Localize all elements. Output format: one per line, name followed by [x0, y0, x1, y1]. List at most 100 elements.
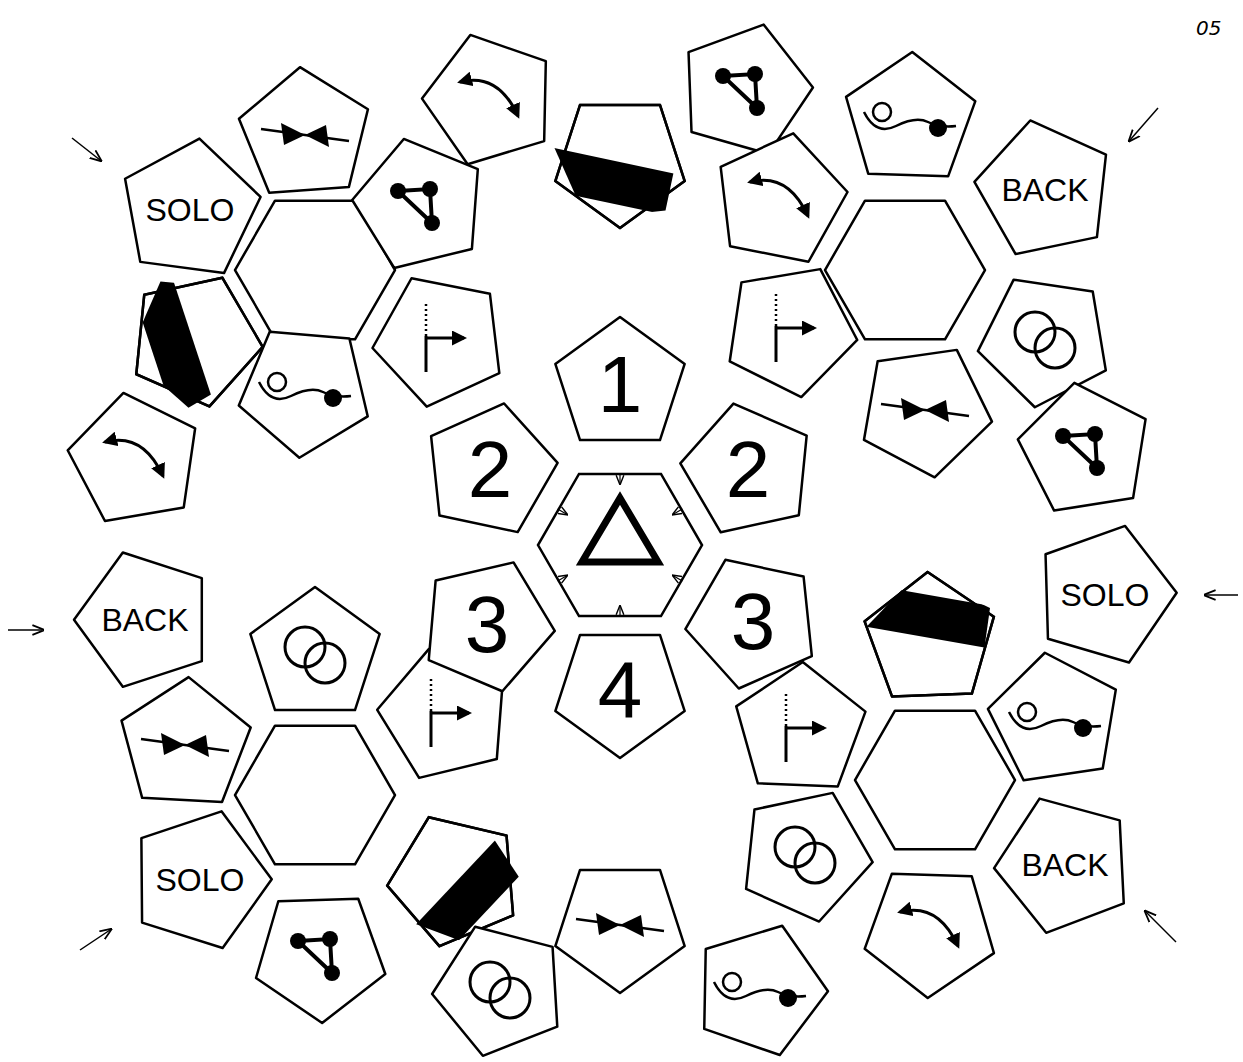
- filled-dot: [324, 389, 342, 407]
- filled-dot: [929, 119, 947, 137]
- rings-symbol: [1015, 312, 1075, 368]
- triangle-symbol: [582, 498, 658, 562]
- pentagon-tile: [555, 870, 684, 993]
- bow-symbol: [141, 733, 229, 757]
- pentagon-tile: [250, 587, 379, 710]
- pentagon-tile: [432, 927, 557, 1056]
- flag-symbol: [431, 679, 469, 747]
- bow-symbol: [576, 913, 664, 937]
- center-hexagon: [538, 474, 702, 616]
- flag-symbol: [786, 694, 824, 762]
- pentagon-tile: BACK: [971, 116, 1118, 263]
- pentagon-tile: [239, 67, 368, 193]
- open-circle: [723, 973, 741, 991]
- dot: [290, 933, 306, 949]
- pentagon-tile: [746, 793, 873, 922]
- wave-symbol: [259, 373, 351, 407]
- hexagon-tile: [235, 726, 395, 865]
- open-circle: [873, 103, 891, 121]
- pentagon-tile: [68, 393, 195, 521]
- dbl-symbol: [750, 180, 808, 216]
- pentagon-tile: [704, 926, 828, 1055]
- dot: [322, 931, 338, 947]
- double-arrow: [900, 910, 958, 946]
- tile-text: BACK: [101, 604, 188, 636]
- pentagon-tile: [988, 653, 1116, 781]
- pentagon-tile: SOLO: [125, 805, 275, 955]
- pentagon-tile: [352, 139, 478, 268]
- hexagon-tile: [855, 711, 1015, 850]
- tile-text: SOLO: [146, 194, 235, 226]
- pentagon-tile: SOLO: [115, 135, 265, 285]
- pentagon-outline: [865, 572, 994, 696]
- inward-arrow: [619, 607, 620, 617]
- pentagon-tile: 4: [549, 619, 691, 761]
- dbl-symbol: [460, 80, 518, 116]
- solid-pole: [425, 336, 428, 372]
- pentagon-tile: BACK: [991, 791, 1138, 938]
- flag-arrow: [786, 727, 824, 730]
- pentagon-tile: [865, 874, 994, 998]
- flag-symbol: [776, 294, 814, 362]
- pentagon-shape: [74, 553, 202, 687]
- bowtie-right: [925, 400, 949, 422]
- pentagon-tile: [846, 52, 975, 176]
- dot: [424, 215, 440, 231]
- bowtie-right: [305, 125, 329, 147]
- inward-arrow: [674, 576, 683, 581]
- ring: [490, 978, 530, 1018]
- pentagon-tile: [1018, 383, 1146, 511]
- dotted-pole: [430, 679, 433, 711]
- open-circle: [1018, 703, 1036, 721]
- wave-symbol: [864, 103, 956, 137]
- dot: [390, 183, 406, 199]
- pentagon-outline: [387, 817, 513, 946]
- bowtie-left: [281, 123, 305, 145]
- pentagon-shape: [1046, 526, 1177, 663]
- dot: [1089, 460, 1105, 476]
- double-arrow: [750, 180, 808, 216]
- ring: [305, 643, 345, 683]
- wave-symbol: [1009, 703, 1101, 737]
- pentagon-tile: [422, 35, 546, 164]
- dot: [715, 68, 731, 84]
- pentagon-tile: [372, 278, 499, 406]
- pentagon-shape: [142, 811, 272, 948]
- tri-symbol: [290, 931, 340, 981]
- hexagon-tile: [825, 201, 985, 340]
- rings-symbol: [470, 962, 530, 1018]
- pentagon-tile: SOLO: [1030, 520, 1180, 670]
- entry-arrow: [1130, 108, 1158, 140]
- bow-symbol: [261, 123, 349, 147]
- black-band: [525, 144, 706, 222]
- tri-symbol: [1055, 426, 1105, 476]
- tile-text: 2: [468, 430, 513, 510]
- pentagon-tile: 2: [419, 399, 561, 541]
- filled-dot: [779, 989, 797, 1007]
- tile-text: 3: [465, 585, 510, 665]
- pentagon-shape: [555, 317, 684, 440]
- entry-arrow: [1146, 912, 1176, 942]
- tri-symbol: [390, 181, 440, 231]
- pentagon-shape: [975, 121, 1107, 255]
- pentagon-shape: [555, 635, 684, 758]
- pentagon-shape: [994, 799, 1124, 933]
- rings-symbol: [775, 827, 835, 883]
- tile-text: BACK: [1021, 849, 1108, 881]
- flag-arrow: [431, 712, 469, 715]
- bowtie-left: [901, 398, 925, 420]
- entry-arrow: [8, 629, 42, 631]
- double-arrow: [460, 80, 518, 116]
- flag-symbol: [426, 304, 464, 372]
- filled-dot: [1074, 719, 1092, 737]
- solid-pole: [430, 711, 433, 747]
- pentagon-shape: [429, 562, 555, 691]
- bowtie-right: [620, 915, 644, 937]
- ring: [795, 843, 835, 883]
- tile-text: BACK: [1001, 174, 1088, 206]
- dot: [1055, 428, 1071, 444]
- pentagon-shape: [680, 404, 806, 533]
- pentagon-outline: [136, 278, 262, 407]
- open-circle: [268, 373, 286, 391]
- entry-arrow: [80, 930, 110, 950]
